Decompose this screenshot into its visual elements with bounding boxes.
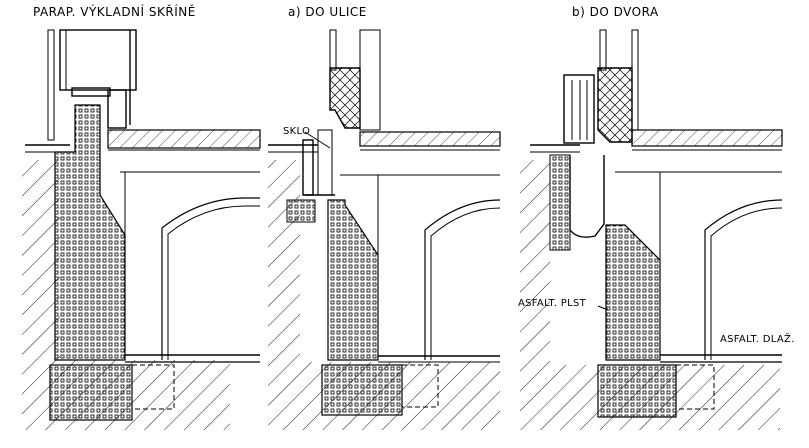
slab-mid <box>359 131 501 147</box>
title-left: PARAP. VÝKLADNÍ SKŘÍNĚ <box>33 5 196 19</box>
label-asfalt-dlaz: ASFALT. DLAŽ. <box>720 334 795 345</box>
footing-right <box>597 364 677 418</box>
footing-mid <box>321 364 403 416</box>
slab-right <box>631 129 783 147</box>
slab-left <box>107 129 261 149</box>
lintel-mid <box>329 67 361 129</box>
lintel-right <box>597 67 633 143</box>
wall-right <box>605 224 661 361</box>
wall-left <box>54 104 126 361</box>
detail-left <box>22 29 261 430</box>
title-right: b) DO DVORA <box>572 5 659 19</box>
label-sklo: SKLO <box>283 126 311 137</box>
title-middle: a) DO ULICE <box>288 5 367 19</box>
footing-left <box>49 364 133 421</box>
detail-middle <box>268 29 501 430</box>
label-asfalt-plst: ASFALT. PLST <box>518 298 586 309</box>
wall-mid <box>327 199 379 361</box>
detail-right <box>520 29 783 430</box>
soil-mid <box>268 160 300 430</box>
soil-left <box>22 160 60 430</box>
soil-right <box>520 160 550 430</box>
